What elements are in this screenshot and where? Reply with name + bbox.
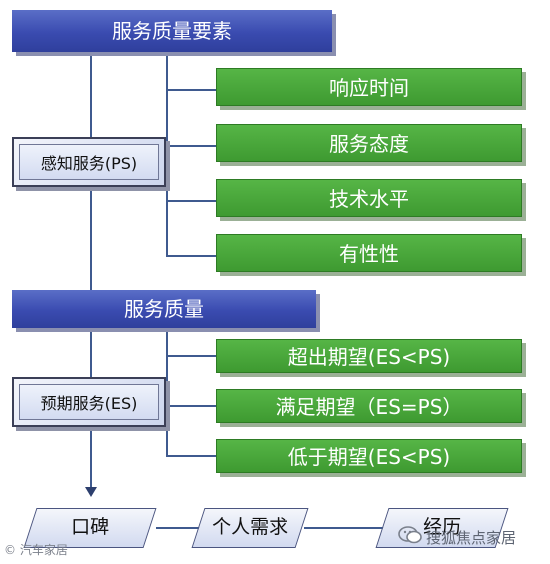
branch-connector-1: [166, 89, 216, 91]
branch-connector-5: [166, 355, 216, 357]
branch-connector-3: [166, 200, 216, 202]
main-vertical-connector: [90, 49, 92, 489]
arrow-head-icon: [85, 487, 97, 497]
outcome-exceeds-expectation: 超出期望(ES<PS): [216, 339, 522, 373]
outcome-below-expectation: 低于期望(ES<PS): [216, 439, 522, 473]
factor-link-2: [304, 527, 384, 529]
perceived-service-label: 感知服务(PS): [40, 154, 138, 173]
branch-connector-4: [166, 255, 216, 257]
perceived-service-box: 感知服务(PS): [12, 137, 166, 187]
factor-personal-needs: 个人需求: [191, 508, 309, 548]
wechat-icon: [398, 525, 422, 545]
branch-connector-2: [166, 145, 216, 147]
factor-link-1: [156, 527, 206, 529]
element-technical-level: 技术水平: [216, 179, 522, 217]
branch-vertical-mid: [166, 326, 168, 456]
expected-service-label: 预期服务(ES): [40, 394, 138, 413]
element-service-attitude: 服务态度: [216, 124, 522, 162]
service-quality-header: 服务质量: [12, 290, 316, 328]
branch-connector-7: [166, 455, 216, 457]
element-tangibility: 有性性: [216, 234, 522, 272]
service-quality-elements-header: 服务质量要素: [12, 10, 332, 52]
branch-connector-6: [166, 405, 216, 407]
branch-vertical-top: [166, 49, 168, 257]
element-response-time: 响应时间: [216, 68, 522, 106]
watermark-right: 搜狐焦点家居: [426, 529, 517, 547]
factor-personal-needs-label: 个人需求: [212, 516, 289, 538]
outcome-meets-expectation: 满足期望（ES=PS）: [216, 389, 522, 423]
watermark-left: © 汽车家居: [4, 543, 68, 557]
expected-service-box: 预期服务(ES): [12, 377, 166, 427]
